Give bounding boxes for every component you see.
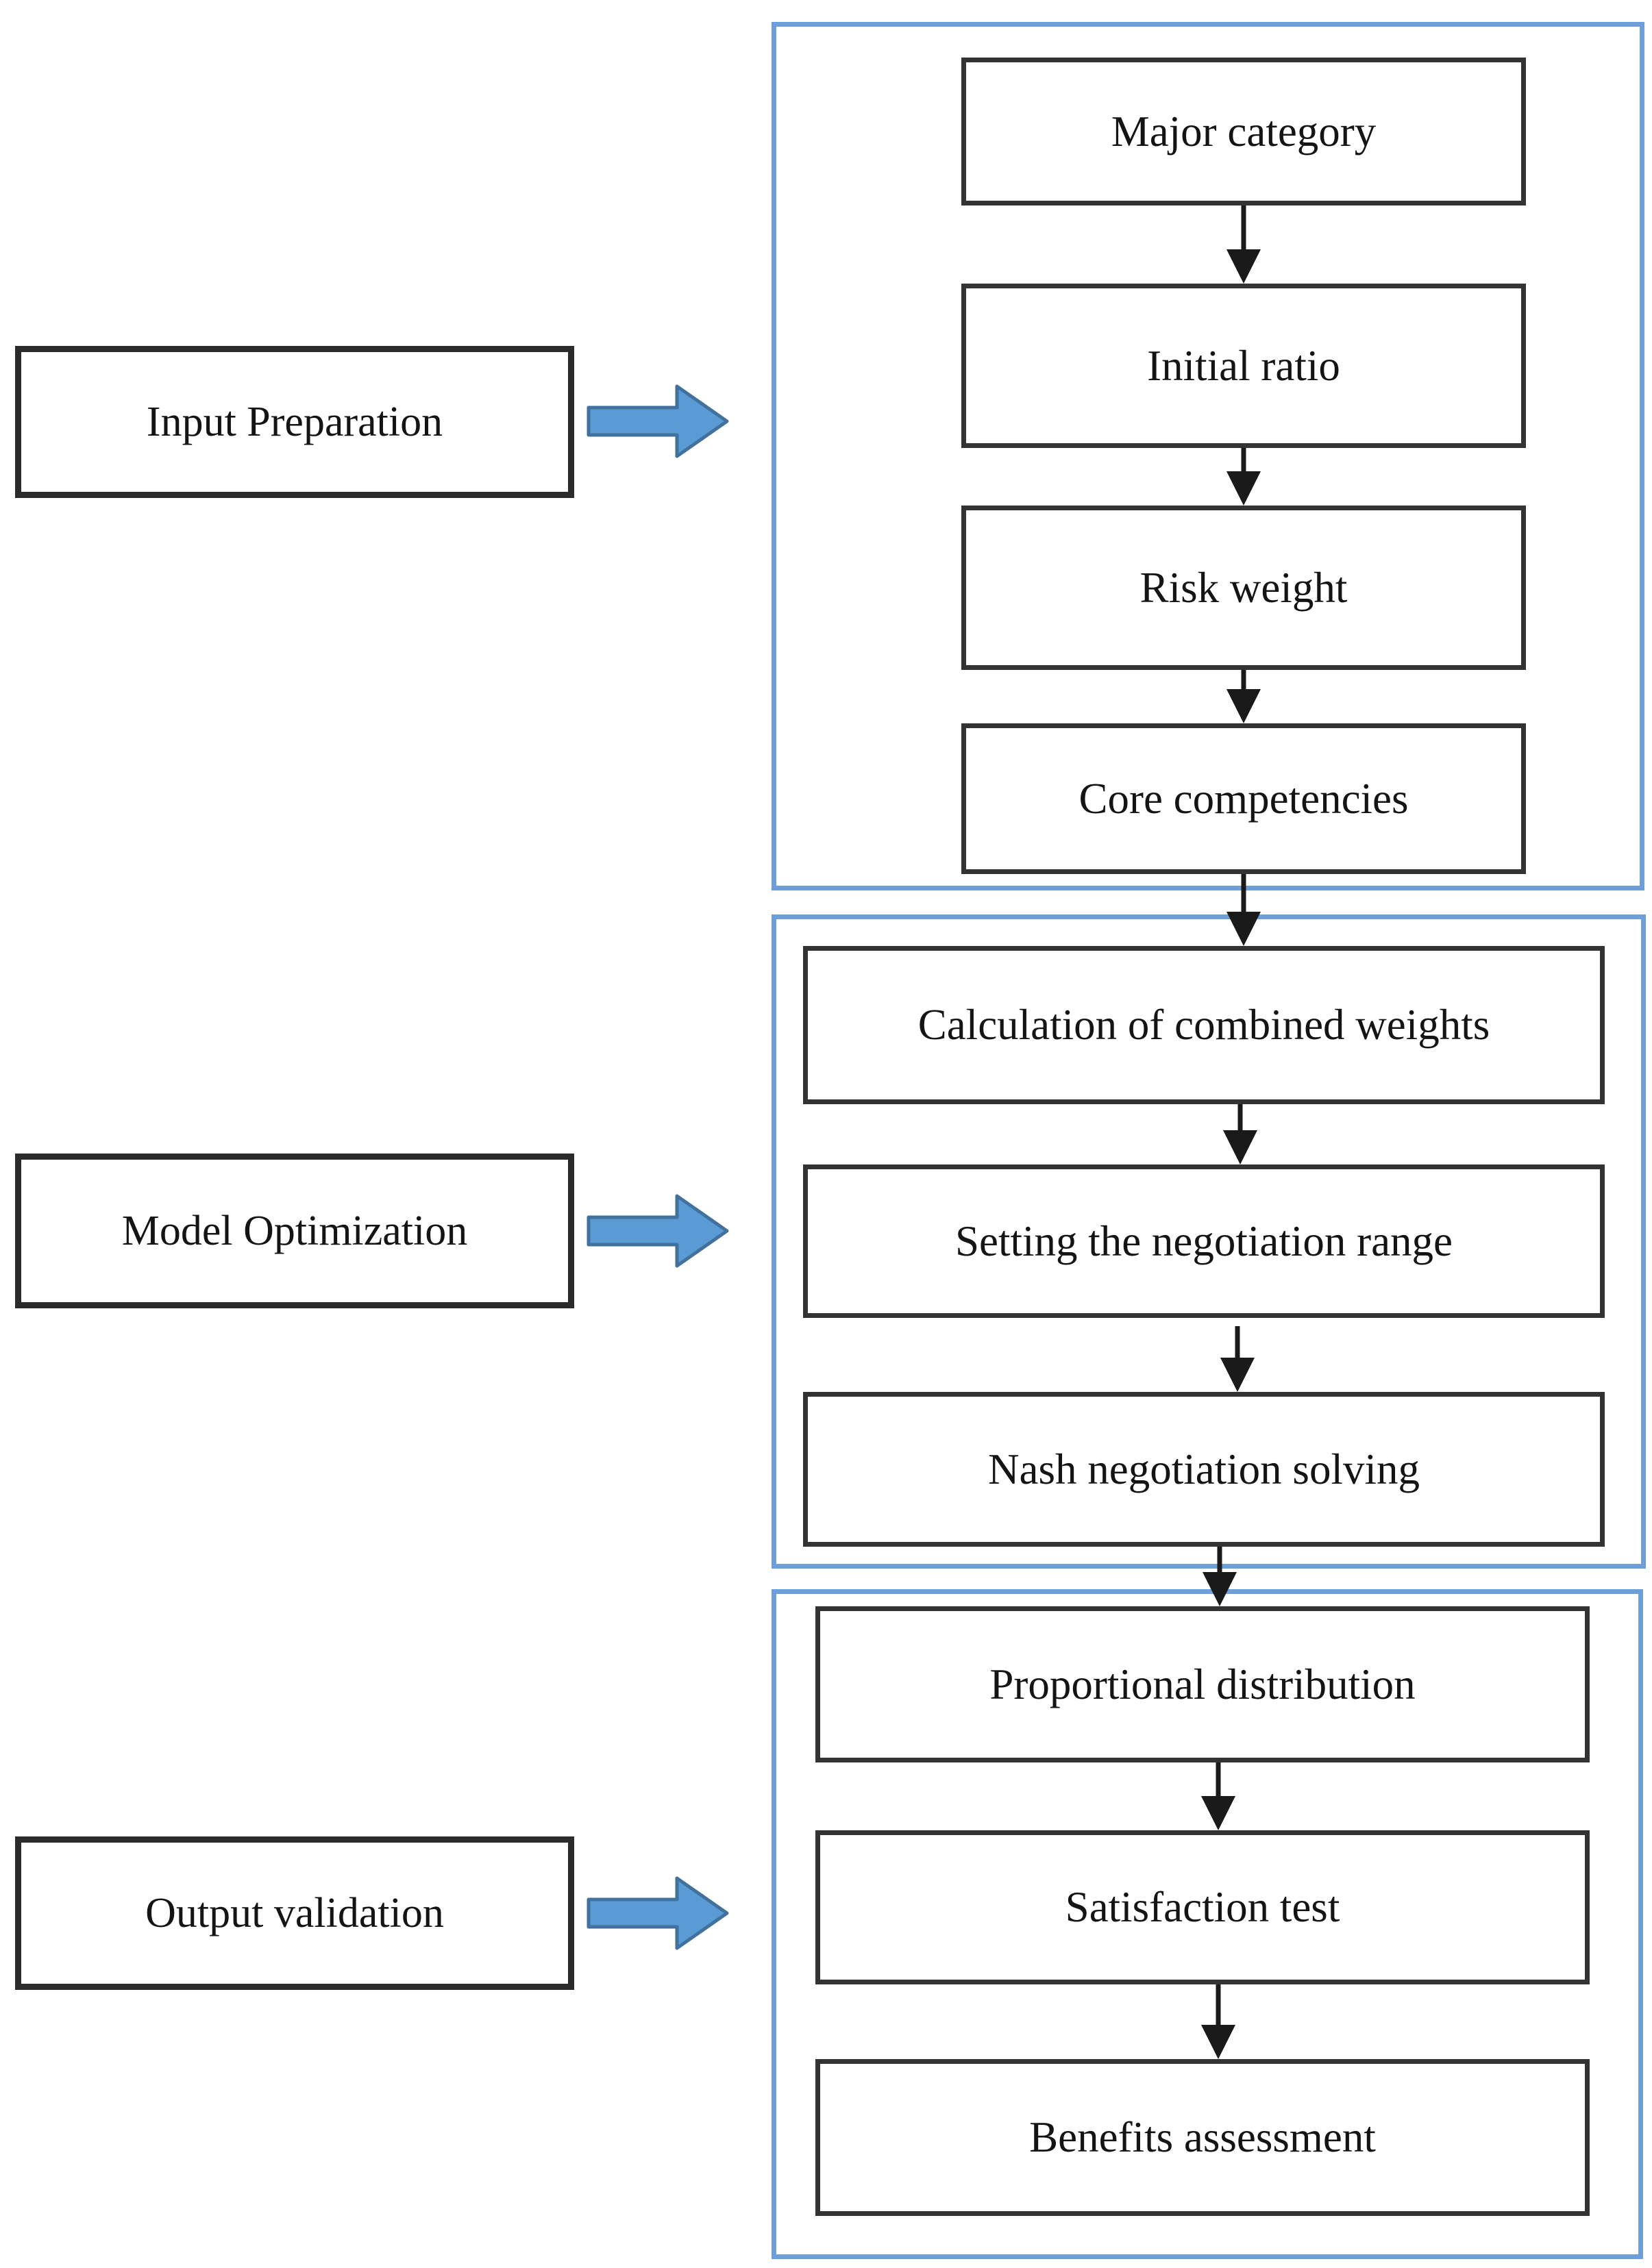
down-arrow-icon	[1225, 448, 1262, 506]
down-arrow-icon	[1201, 1547, 1238, 1606]
down-arrow-icon	[1225, 874, 1262, 946]
step-label: Calculation of combined weights	[917, 1001, 1490, 1049]
stage-box-output-validation: Output validation	[15, 1836, 574, 1990]
stage-box-model-optimization: Model Optimization	[15, 1154, 574, 1308]
step-box-satisfaction-test: Satisfaction test	[815, 1830, 1590, 1984]
step-box-proportional-distribution: Proportional distribution	[815, 1606, 1590, 1762]
step-label: Major category	[1111, 107, 1377, 155]
step-box-setting-the-negotiation-range: Setting the negotiation range	[803, 1164, 1605, 1318]
stage-label: Output validation	[145, 1889, 444, 1936]
step-label: Setting the negotiation range	[954, 1217, 1453, 1265]
step-label: Core competencies	[1078, 774, 1409, 823]
right-arrow-icon	[587, 1873, 730, 1953]
step-box-risk-weight: Risk weight	[961, 506, 1526, 670]
step-label: Proportional distribution	[989, 1660, 1416, 1708]
step-box-core-competencies: Core competencies	[961, 723, 1526, 874]
stage-label: Input Preparation	[146, 398, 443, 445]
step-label: Nash negotiation solving	[988, 1445, 1420, 1493]
step-label: Benefits assessment	[1029, 2113, 1376, 2161]
down-arrow-icon	[1225, 670, 1262, 723]
step-label: Satisfaction test	[1065, 1883, 1340, 1931]
right-arrow-icon	[587, 1191, 730, 1271]
down-arrow-icon	[1222, 1104, 1259, 1164]
step-box-nash-negotiation-solving: Nash negotiation solving	[803, 1392, 1605, 1547]
step-label: Initial ratio	[1147, 341, 1340, 390]
down-arrow-icon	[1219, 1326, 1256, 1392]
step-box-calculation-of-combined-weights: Calculation of combined weights	[803, 946, 1605, 1104]
stage-label: Model Optimization	[121, 1207, 468, 1254]
step-label: Risk weight	[1139, 563, 1348, 612]
stage-box-input-preparation: Input Preparation	[15, 346, 574, 498]
right-arrow-icon	[587, 382, 730, 461]
down-arrow-icon	[1200, 1984, 1237, 2059]
step-box-initial-ratio: Initial ratio	[961, 284, 1526, 448]
down-arrow-icon	[1200, 1762, 1237, 1830]
step-box-major-category: Major category	[961, 58, 1526, 205]
down-arrow-icon	[1225, 205, 1262, 284]
step-box-benefits-assessment: Benefits assessment	[815, 2059, 1590, 2216]
